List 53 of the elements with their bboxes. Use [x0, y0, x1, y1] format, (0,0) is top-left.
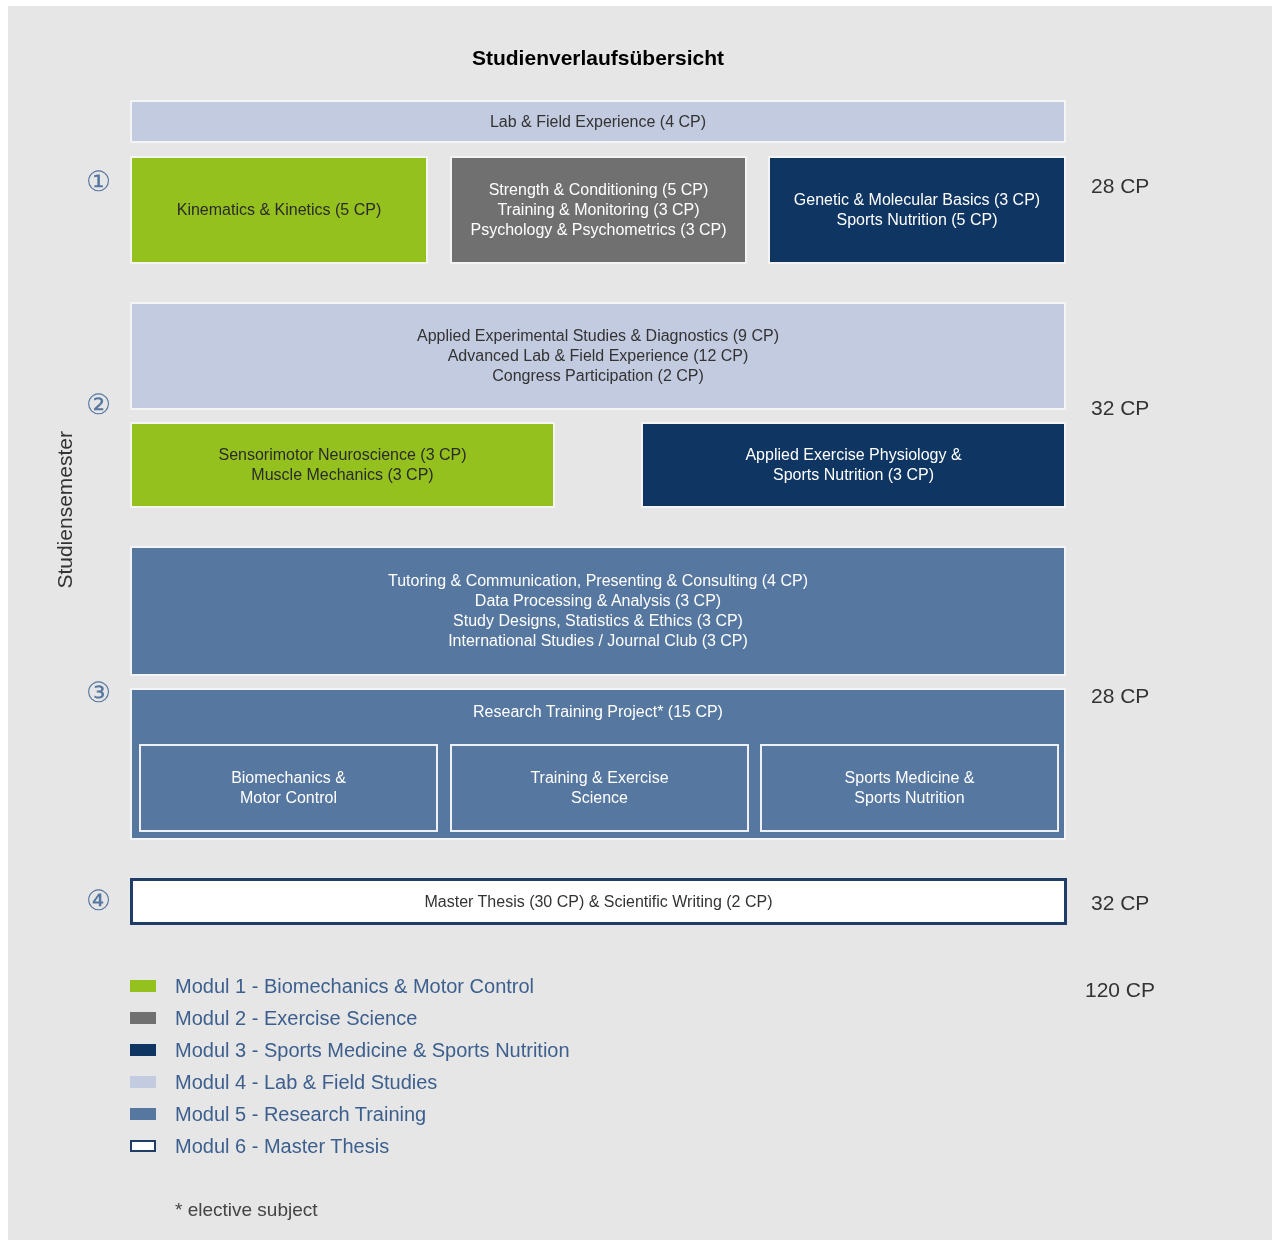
course-text: Master Thesis (30 CP) & Scientific Writing (2 CP)	[424, 891, 773, 912]
course-text: Biomechanics & Motor Control	[230, 768, 347, 808]
legend-text: Modul 6 - Master Thesis	[175, 1134, 390, 1158]
footnote: * elective subject	[175, 1199, 318, 1221]
course-text: Kinematics & Kinetics (5 CP)	[176, 200, 382, 220]
module-box	[760, 744, 1059, 832]
module-box	[130, 302, 1066, 410]
credit-total: 32 CP	[1091, 891, 1150, 915]
semester-number: ①	[85, 167, 111, 197]
credit-total: 120 CP	[1085, 978, 1156, 1002]
credit-total: 28 CP	[1091, 684, 1150, 708]
course-text: Applied Exercise Physiology & Sports Nutrition (3 CP)	[744, 445, 963, 485]
legend-text: Modul 4 - Lab & Field Studies	[175, 1070, 438, 1094]
semester-number: ③	[85, 678, 111, 708]
module-box	[130, 546, 1066, 676]
legend-text: Modul 1 - Biomechanics & Motor Control	[175, 974, 535, 998]
course-text: Research Training Project* (15 CP)	[473, 702, 723, 722]
title: Studienverlaufsübersicht	[470, 46, 726, 70]
course-text: Advanced Lab & Field Experience (12 CP)	[447, 346, 749, 366]
legend-text: Modul 2 - Exercise Science	[175, 1006, 418, 1030]
course-text: International Studies / Journal Club (3 CP)	[448, 631, 748, 651]
course-text: Data Processing & Analysis (3 CP)	[474, 591, 722, 611]
course-text: Applied Experimental Studies & Diagnostics (9 CP)	[417, 326, 779, 346]
course-text: Sports Nutrition (5 CP)	[836, 210, 998, 230]
module-box	[130, 878, 1067, 925]
module-box	[450, 156, 747, 264]
course-text: Sensorimotor Neuroscience (3 CP)	[218, 445, 467, 465]
semester-number: ④	[85, 886, 111, 916]
course-text: Training & Monitoring (3 CP)	[497, 200, 700, 220]
course-text: Genetic & Molecular Basics (3 CP)	[793, 190, 1041, 210]
module-box	[450, 744, 749, 832]
course-text: Congress Participation (2 CP)	[492, 366, 704, 386]
course-text: Muscle Mechanics (3 CP)	[251, 465, 434, 485]
course-text: Strength & Conditioning (5 CP)	[488, 180, 709, 200]
legend-text: Modul 3 - Sports Medicine & Sports Nutrition	[175, 1038, 570, 1062]
axis-label: Studiensemester	[53, 431, 77, 589]
module-box	[130, 100, 1066, 143]
module-box	[139, 744, 438, 832]
module-box	[130, 156, 428, 264]
course-text: Sports Medicine & Sports Nutrition	[843, 768, 976, 808]
semester-number: ②	[85, 390, 111, 420]
legend-text: Modul 5 - Research Training	[175, 1102, 427, 1126]
course-text: Lab & Field Experience (4 CP)	[489, 111, 707, 132]
module-box	[130, 422, 555, 508]
course-text: Tutoring & Communication, Presenting & Consulting (4 CP)	[387, 571, 808, 591]
module-box	[641, 422, 1066, 508]
course-text: Training & Exercise Science	[529, 768, 670, 808]
credit-total: 32 CP	[1091, 396, 1150, 420]
course-text: Study Designs, Statistics & Ethics (3 CP)	[453, 611, 743, 631]
module-box	[130, 688, 1066, 840]
module-box	[768, 156, 1066, 264]
credit-total: 28 CP	[1091, 174, 1150, 198]
course-text: Psychology & Psychometrics (3 CP)	[470, 220, 727, 240]
